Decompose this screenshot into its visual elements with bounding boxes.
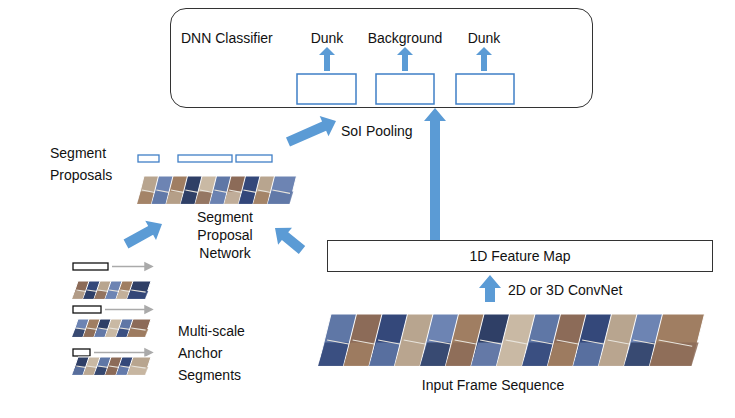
- classifier-box: DNN Classifier: [170, 8, 593, 108]
- frame-detail: [131, 290, 145, 292]
- text-label: Background: [368, 29, 443, 47]
- text-label: SoI Pooling: [341, 122, 413, 140]
- proposal-boxes: [138, 155, 272, 162]
- output-arrow: [402, 53, 408, 71]
- frame-detail: [131, 366, 145, 368]
- text-label: Multi-scale Anchor Segments: [178, 320, 258, 386]
- node-title: 1D Feature Map: [328, 247, 712, 265]
- video-frame: [127, 357, 151, 375]
- anchor-slide-arrows: [94, 263, 152, 356]
- frame-detail: [659, 340, 693, 346]
- node-title: DNN Classifier: [181, 30, 273, 46]
- text-label: Segment Proposals: [50, 142, 122, 186]
- feature-map-box: 1D Feature Map: [327, 240, 713, 272]
- classifier-outputs: [297, 74, 514, 104]
- convnet-arrow: [479, 275, 501, 302]
- frame-detail: [272, 190, 290, 193]
- video-frame: [127, 319, 151, 337]
- output-arrow: [324, 53, 330, 71]
- output-arrowhead: [476, 47, 492, 55]
- video-frame: [650, 314, 705, 366]
- frame-court: [127, 329, 148, 337]
- video-frame: [127, 281, 151, 299]
- frame-court: [127, 291, 148, 299]
- frame-court: [127, 367, 148, 375]
- video-frame: [268, 176, 297, 204]
- flow-connector-shape: [424, 108, 446, 240]
- anchor-boxes: [73, 263, 108, 356]
- feature-to-proposal-arrow: [275, 228, 305, 254]
- output-arrowhead: [397, 47, 413, 55]
- text-label: Dunk: [468, 29, 501, 47]
- output-arrowhead: [319, 47, 335, 55]
- flow-connector: [424, 108, 446, 240]
- frame-detail: [131, 328, 145, 330]
- output-arrow: [481, 53, 487, 71]
- text-label: 2D or 3D ConvNet: [508, 281, 622, 299]
- pooling-arrow: [286, 116, 336, 147]
- text-label: Dunk: [311, 29, 344, 47]
- anchor-to-proposal-arrow: [124, 221, 162, 249]
- text-label: Segment Proposal Network: [185, 208, 265, 262]
- text-label: Input Frame Sequence: [422, 376, 564, 394]
- frame-strips: [72, 176, 705, 375]
